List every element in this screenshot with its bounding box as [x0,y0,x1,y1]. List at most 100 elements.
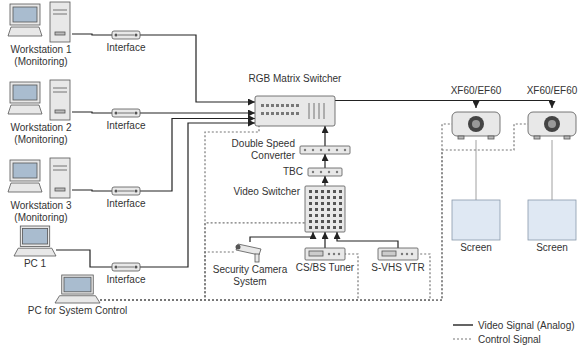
video-signal-line [140,35,255,102]
control-signal-line [100,124,528,300]
device-label: Screen [527,242,577,254]
camera-node: Security Camera System [235,242,265,262]
interface-node: Interface [112,108,140,118]
device-label: Screen [451,242,501,254]
video-signal-line [72,112,112,113]
device-icon [308,168,342,176]
label-block: CS/BS Tuner [294,262,356,274]
legend-line-sample [452,334,474,344]
device-label: Interface [100,120,152,132]
label-block: XF60/EF60 [520,85,584,97]
device-icon [528,200,576,240]
legend: Video Signal (Analog) Control Signal [452,318,575,346]
label-block: Video Switcher [220,186,300,198]
label-block: PC 1 [13,258,57,270]
vtr-node: S-VHS VTR [378,248,418,260]
pc-node: PC 1 [14,226,56,256]
device-label: CS/BS Tuner [294,262,356,274]
label-block: Screen [527,242,577,254]
device-label: Interface [100,42,152,54]
device-icon [528,108,576,140]
device-label: XF60/EF60 [520,85,584,97]
tuner-node: CS/BS Tuner [305,248,345,260]
label-block: Double Speed Converter [215,138,295,162]
control-signal-line [100,124,452,300]
label-block: TBC [263,166,303,178]
device-icon [14,226,56,256]
device-label: Workstation 1 (Monitoring) [2,44,80,68]
label-block: Interface [100,274,152,286]
projector-node: XF60/EF60 [452,108,500,140]
device-label: RGB Matrix Switcher [240,73,350,85]
label-block: S-VHS VTR [368,262,428,274]
video-signal-line [324,154,325,168]
tbc-node: TBC [308,168,342,176]
legend-text: Control Signal [478,334,541,345]
device-label: Video Switcher [220,186,300,198]
device-label: XF60/EF60 [444,85,508,97]
device-label: Interface [100,274,152,286]
device-icon [300,146,350,154]
device-icon [112,186,140,196]
video-signal-line [56,250,112,267]
label-block: RGB Matrix Switcher [240,73,350,85]
device-icon [255,96,335,126]
device-icon [8,158,72,198]
interface-node: Interface [112,186,140,196]
video-signal-line [72,34,112,35]
device-label: PC for System Control [17,305,139,317]
device-label: PC 1 [13,258,57,270]
device-icon [305,186,345,232]
device-icon [8,80,72,120]
projection-beam-line [476,140,477,200]
control-signal-line [100,223,305,300]
device-icon [55,275,100,303]
workstation-node: Workstation 1 (Monitoring) [8,2,72,42]
device-label: Interface [100,198,152,210]
device-label: Workstation 2 (Monitoring) [2,122,80,146]
workstation-node: Workstation 3 (Monitoring) [8,158,72,198]
video-signal-line [337,232,398,248]
projector-node: XF60/EF60 [528,108,576,140]
device-icon [378,248,418,260]
device-icon [112,262,140,272]
legend-row: Control Signal [452,332,575,346]
label-block: Screen [451,242,501,254]
projection-beam-line [552,140,553,200]
device-icon [452,108,500,140]
screen-node: Screen [528,200,576,240]
device-label: Workstation 3 (Monitoring) [2,200,80,224]
matrix-switcher-node: RGB Matrix Switcher [255,96,335,126]
device-label: Security Camera System [209,264,291,288]
legend-text: Video Signal (Analog) [478,320,575,331]
control-pc-node: PC for System Control [55,275,100,303]
video-switcher-node: Video Switcher [305,186,345,232]
device-icon [112,30,140,40]
label-block: PC for System Control [17,305,139,317]
device-icon [8,2,72,42]
label-block: Workstation 2 (Monitoring) [2,122,80,146]
legend-line-sample [452,320,474,330]
label-block: Security Camera System [209,264,291,288]
video-signal-line [250,232,313,242]
legend-row: Video Signal (Analog) [452,318,575,332]
label-block: Workstation 3 (Monitoring) [2,200,80,224]
video-signal-line [72,190,112,191]
device-icon [112,108,140,118]
label-block: Interface [100,198,152,210]
device-icon [452,200,500,240]
interface-node: Interface [112,262,140,272]
label-block: Interface [100,42,152,54]
video-signal-line [335,101,552,109]
video-signal-line [335,101,476,109]
video-signal-line [324,126,325,146]
label-block: Workstation 1 (Monitoring) [2,44,80,68]
control-signal-line [100,254,430,300]
device-label: S-VHS VTR [368,262,428,274]
label-block: XF60/EF60 [444,85,508,97]
video-signal-line [324,176,325,186]
device-icon [235,242,265,262]
workstation-node: Workstation 2 (Monitoring) [8,80,72,120]
device-icon [305,248,345,260]
